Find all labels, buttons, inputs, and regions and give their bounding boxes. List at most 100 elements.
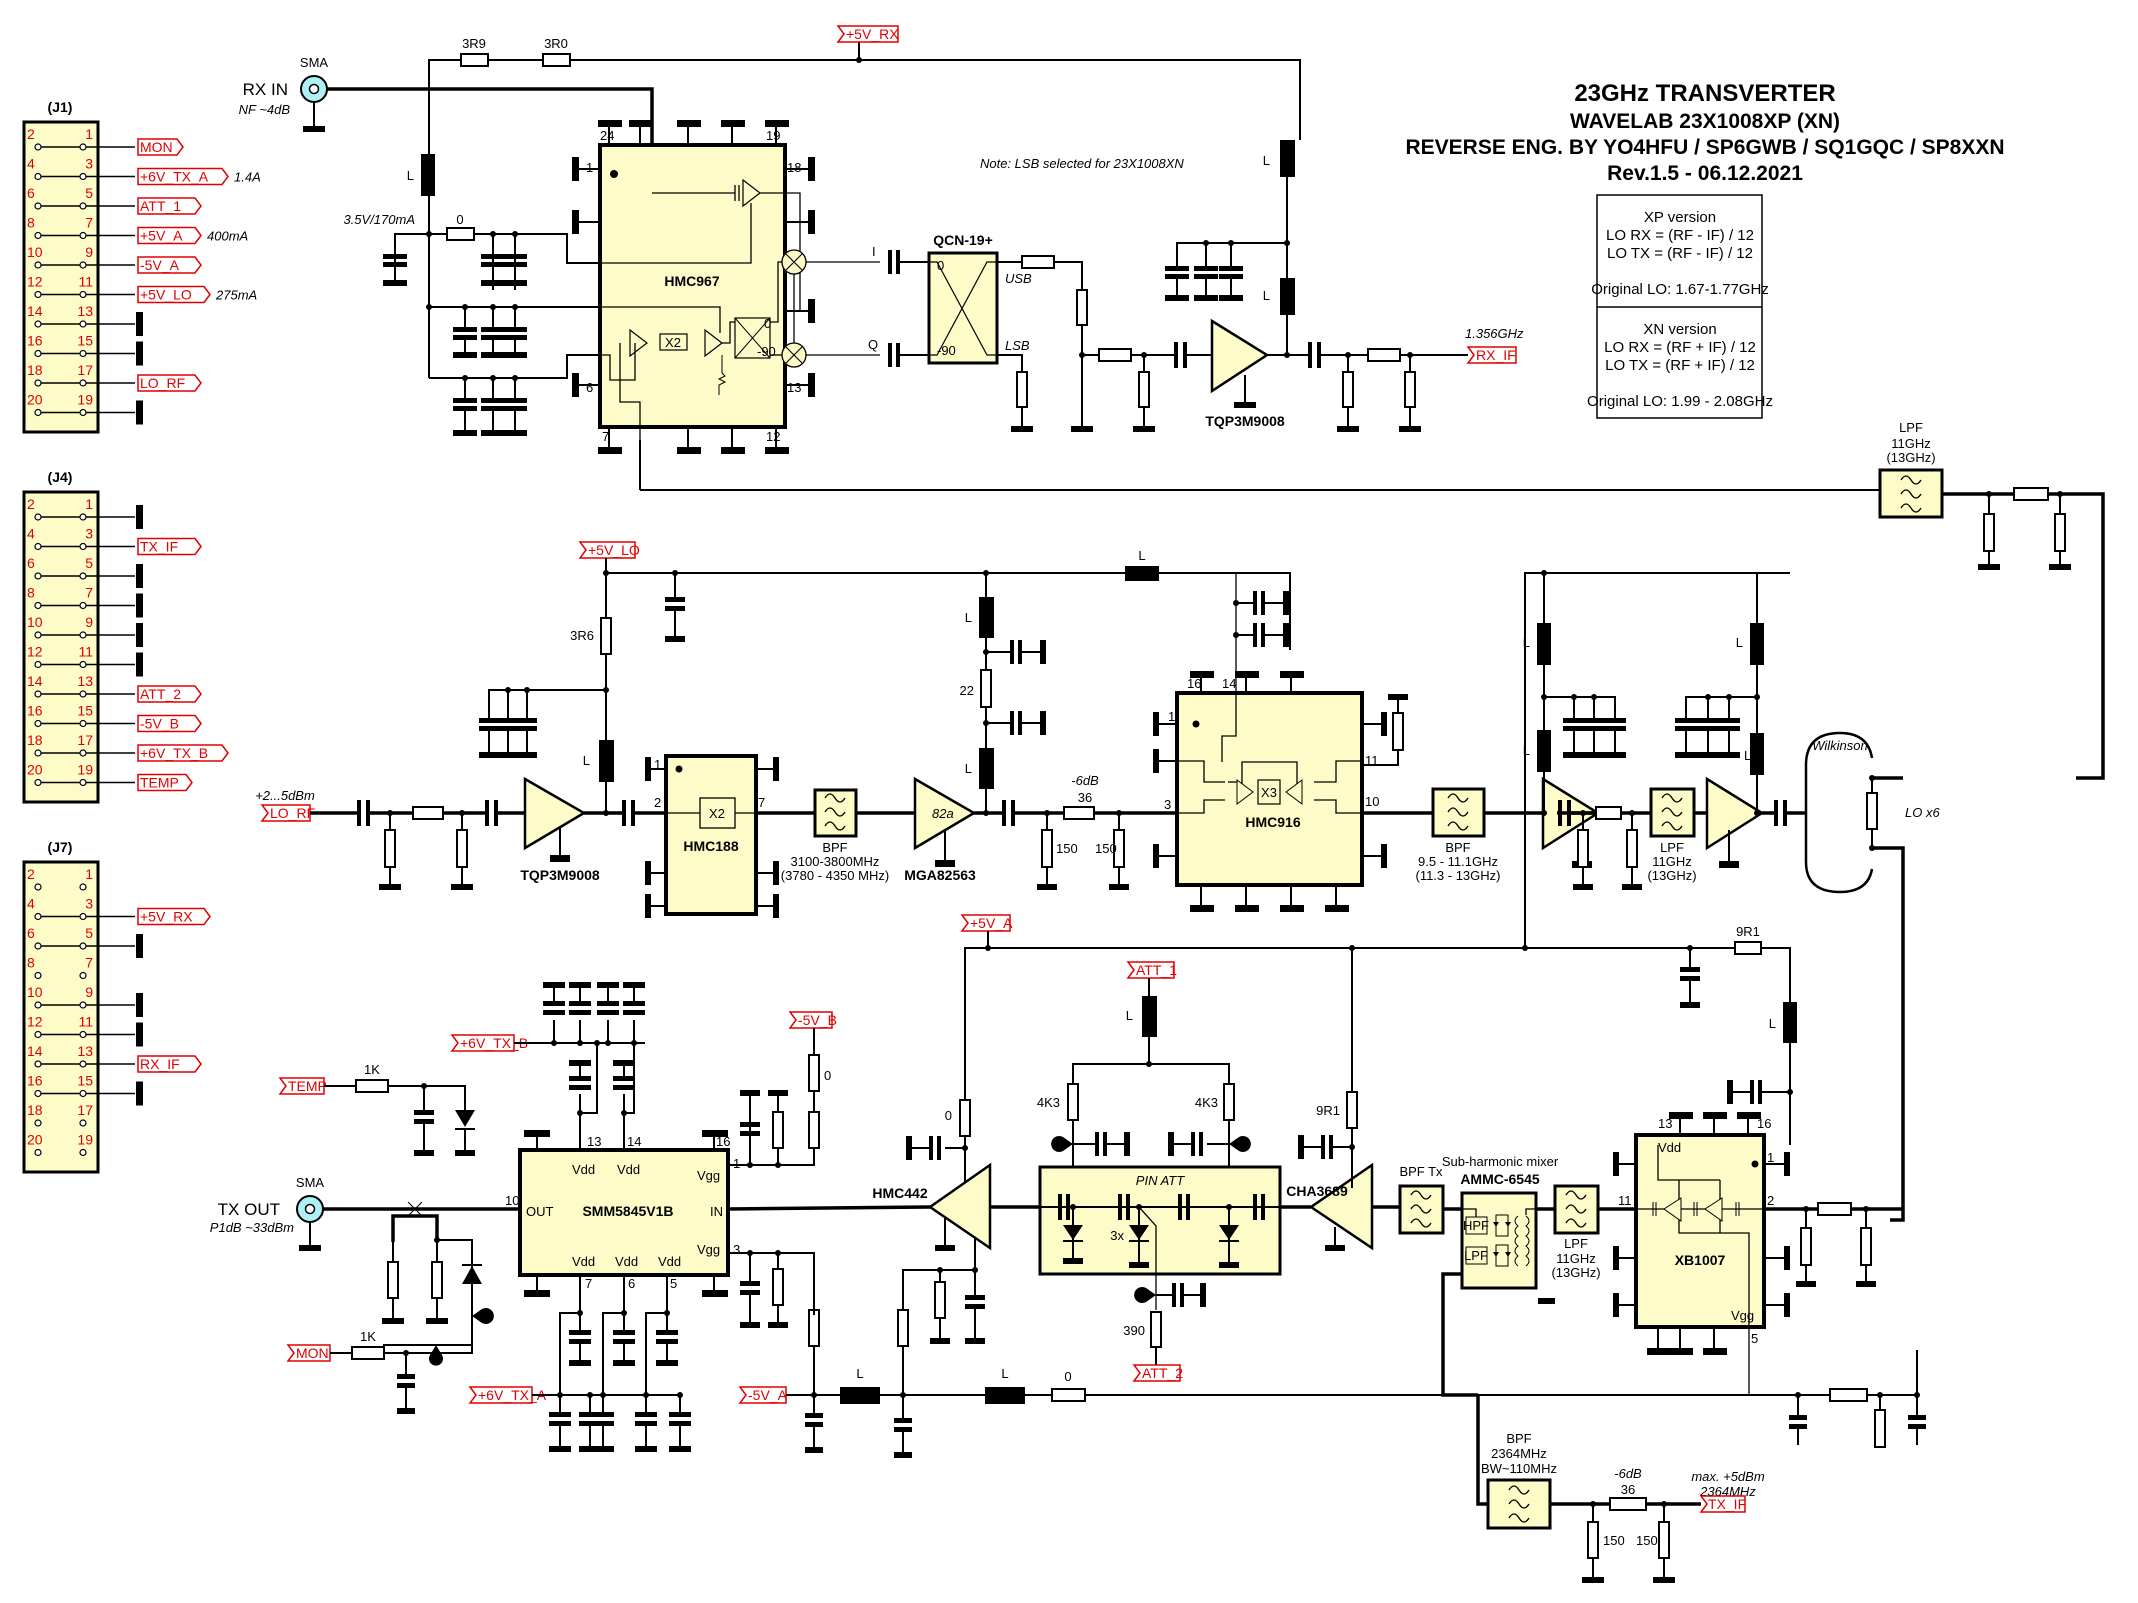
connector-pin[interactable]	[34, 971, 42, 980]
connector-pin[interactable]	[79, 1060, 87, 1068]
net-label[interactable]: ATT_1	[137, 197, 202, 215]
net-neg5v-b[interactable]: -5V_B	[788, 1011, 837, 1029]
lo-amp1[interactable]	[523, 776, 587, 851]
connector-pin[interactable]	[34, 1089, 42, 1098]
connector-pin[interactable]	[34, 660, 42, 669]
connector-pin[interactable]	[79, 883, 87, 891]
connector-pin[interactable]	[34, 942, 42, 950]
rx-if-amp[interactable]	[1210, 318, 1270, 394]
connector-pin[interactable]	[79, 202, 87, 210]
connector-pin[interactable]	[34, 408, 42, 417]
net-5v-lo[interactable]: +5V_LO	[578, 541, 640, 559]
net-lo-rf[interactable]: LO_RF	[260, 804, 315, 822]
xb1007-chip[interactable]	[1634, 1133, 1766, 1329]
cha3689-driver[interactable]	[1308, 1162, 1374, 1251]
hmc442-driver[interactable]	[927, 1162, 992, 1251]
connector-pin[interactable]	[34, 1060, 42, 1068]
connector-pin[interactable]	[79, 1089, 87, 1098]
connector-pin[interactable]	[79, 172, 87, 181]
connector-pin[interactable]	[34, 513, 42, 521]
connector-pin[interactable]	[34, 631, 42, 639]
net-label[interactable]: TX_IF	[137, 537, 202, 556]
connector-pin[interactable]	[79, 542, 87, 551]
connector-pin[interactable]	[79, 261, 87, 269]
net-label[interactable]: -5V_B	[137, 714, 202, 733]
connector-pin[interactable]	[79, 1001, 87, 1009]
connector-pin[interactable]	[34, 542, 42, 551]
net-tx-if[interactable]: TX_IF	[1699, 1495, 1746, 1513]
connector-pin[interactable]	[34, 1148, 42, 1157]
connector-pin[interactable]	[34, 320, 42, 328]
net-mon[interactable]: MON	[286, 1344, 331, 1362]
net-label[interactable]: MON	[137, 138, 184, 156]
connector-pin[interactable]	[34, 1030, 42, 1039]
net-neg5v-a[interactable]: -5V_A	[738, 1386, 788, 1404]
net-label[interactable]: RX_IF	[137, 1055, 202, 1073]
net-rx-if[interactable]: RX_IF	[1466, 346, 1517, 364]
net-temp[interactable]: TEMP	[278, 1077, 327, 1095]
connector-pin[interactable]	[79, 719, 87, 728]
net-label[interactable]: +5V_LO	[137, 285, 211, 304]
connector-pin[interactable]	[79, 231, 87, 240]
connector-pin[interactable]	[34, 719, 42, 728]
connector-pin[interactable]	[79, 513, 87, 521]
connector-pin[interactable]	[34, 1001, 42, 1009]
net-6v-tx-a[interactable]: +6V_TX_A	[468, 1386, 547, 1404]
connector-pin[interactable]	[79, 572, 87, 580]
net-label[interactable]: LO_RF	[137, 374, 202, 392]
net-att2[interactable]: ATT_2	[1132, 1364, 1183, 1382]
qcn19-hybrid[interactable]	[927, 251, 999, 365]
net-label[interactable]: ATT_2	[137, 685, 202, 703]
connector-pin[interactable]	[79, 1119, 87, 1127]
connector-pin[interactable]	[34, 172, 42, 181]
connector-pin[interactable]	[79, 143, 87, 151]
connector-pin[interactable]	[34, 883, 42, 891]
net-label[interactable]: +6V_TX_A	[137, 167, 229, 186]
lo-amp4[interactable]	[1705, 776, 1765, 851]
lo-lpf2[interactable]	[1649, 787, 1696, 838]
connector-pin[interactable]	[34, 912, 42, 921]
connector-pin[interactable]	[79, 778, 87, 787]
connector-pin[interactable]	[34, 143, 42, 151]
connector-pin[interactable]	[34, 749, 42, 757]
net-5v-rx[interactable]: +5V_RX	[836, 25, 899, 43]
connector-pin[interactable]	[34, 202, 42, 210]
net-att1[interactable]: ATT_1	[1126, 961, 1177, 979]
pin-attenuator[interactable]	[1038, 1165, 1282, 1276]
net-label[interactable]: +5V_A	[137, 226, 202, 245]
net-label[interactable]: +6V_TX_B	[137, 744, 229, 762]
connector-pin[interactable]	[79, 631, 87, 639]
connector-pin[interactable]	[79, 690, 87, 698]
connector-pin[interactable]	[34, 290, 42, 299]
connector-pin[interactable]	[34, 778, 42, 787]
connector-pin[interactable]	[79, 971, 87, 980]
hmc188-chip[interactable]	[664, 754, 758, 916]
connector-pin[interactable]	[34, 572, 42, 580]
connector-pin[interactable]	[79, 1030, 87, 1039]
connector-pin[interactable]	[79, 601, 87, 610]
net-5v-a-top[interactable]: +5V_A	[960, 914, 1013, 932]
connector-pin[interactable]	[79, 749, 87, 757]
connector-pin[interactable]	[79, 408, 87, 417]
ammc6545-mixer[interactable]	[1460, 1191, 1538, 1290]
connector-pin[interactable]	[34, 1119, 42, 1127]
connector-pin[interactable]	[79, 1148, 87, 1157]
connector-pin[interactable]	[79, 942, 87, 950]
net-label[interactable]: TEMP	[137, 773, 193, 792]
net-6v-tx-b[interactable]: +6V_TX_B	[450, 1034, 528, 1052]
connector-pin[interactable]	[34, 379, 42, 387]
connector-pin[interactable]	[79, 290, 87, 299]
connector-pin[interactable]	[34, 349, 42, 358]
net-label[interactable]: +5V_RX	[137, 907, 211, 926]
capacitor	[1126, 1194, 1130, 1220]
connector-pin[interactable]	[34, 690, 42, 698]
net-label[interactable]: -5V_A	[137, 256, 202, 274]
connector-pin[interactable]	[79, 320, 87, 328]
connector-pin[interactable]	[34, 261, 42, 269]
connector-pin[interactable]	[79, 379, 87, 387]
connector-pin[interactable]	[34, 231, 42, 240]
connector-pin[interactable]	[79, 349, 87, 358]
connector-pin[interactable]	[79, 660, 87, 669]
connector-pin[interactable]	[34, 601, 42, 610]
connector-pin[interactable]	[79, 912, 87, 921]
